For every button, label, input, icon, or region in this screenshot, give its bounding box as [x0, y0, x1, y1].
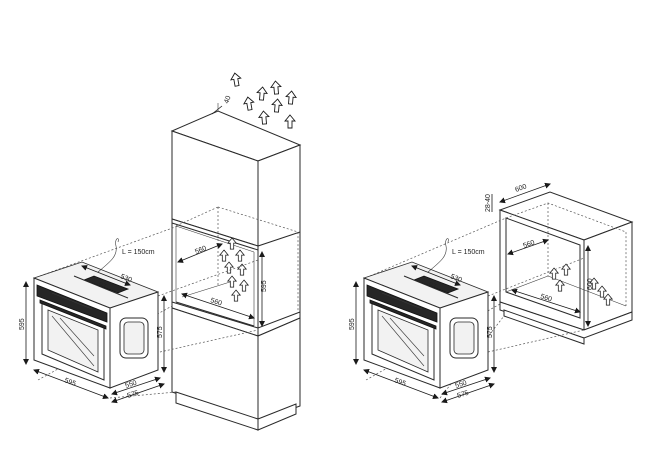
front-offset-label: 97	[97, 281, 107, 290]
oven-dimensions-left: L = 150cm 595 595 530 97 575 550 575	[19, 249, 167, 404]
airflow-arrow-icon	[231, 289, 241, 302]
cabinet-depth-label: 600	[514, 183, 527, 194]
cable-length-label: L = 150cm	[122, 249, 155, 256]
oven-width-label-right: 595	[393, 377, 406, 388]
oven-right	[362, 238, 490, 389]
airflow-arrow-icon	[227, 275, 237, 288]
depth-575-label-right: 575	[456, 390, 469, 400]
airflow-arrow-icon	[285, 90, 298, 105]
front-offset-label-right: 97	[427, 281, 437, 290]
niche-width-label: 560	[194, 245, 208, 256]
oven-depth-label-right: 530	[449, 273, 463, 284]
airflow-arrow-icon	[235, 249, 245, 262]
airflow-arrow-icon	[219, 249, 229, 262]
cable-length-label-right: L = 150cm	[452, 249, 485, 256]
tall-cabinet	[170, 110, 302, 431]
niche-height-label: 595	[261, 280, 268, 292]
airflow-arrow-icon	[239, 279, 249, 292]
airflow-arrow-icon	[242, 95, 256, 112]
airflow-arrow-icon	[257, 110, 270, 125]
oven-height-label: 595	[19, 318, 26, 330]
niche-depth-label: 560	[209, 297, 222, 307]
oven-left	[32, 238, 160, 389]
oven-depth-label: 530	[119, 273, 133, 284]
ventilation-arrows-niche	[219, 237, 249, 302]
airflow-arrow-icon	[271, 98, 284, 113]
airflow-arrow-icon	[229, 71, 243, 88]
niche-depth-label-right: 560	[539, 293, 552, 303]
airflow-arrow-icon	[284, 114, 296, 129]
panel-height-label: 575	[157, 326, 164, 338]
oven-width-label: 595	[63, 377, 76, 388]
niche-height-label-right: 600	[587, 278, 594, 290]
top-gap-dimension: 40	[211, 95, 233, 115]
niche-width-label-right: 560	[522, 239, 535, 250]
top-gap-label: 40	[223, 95, 232, 105]
niche-dimensions-left: 560 560 595	[177, 243, 268, 327]
airflow-arrow-icon	[256, 86, 269, 101]
panel-height-label-right: 575	[487, 326, 494, 338]
top-gap-label-right: 28-40	[485, 194, 492, 212]
oven-height-label-right: 595	[349, 318, 356, 330]
oven-dimensions-right: L = 150cm 595 595 530 97 575 550 575	[349, 249, 497, 404]
airflow-arrow-icon	[269, 80, 282, 95]
depth-575-label: 575	[126, 390, 139, 400]
cabinet-dimensions-right: 600 28-40 560 560 600	[485, 182, 594, 327]
